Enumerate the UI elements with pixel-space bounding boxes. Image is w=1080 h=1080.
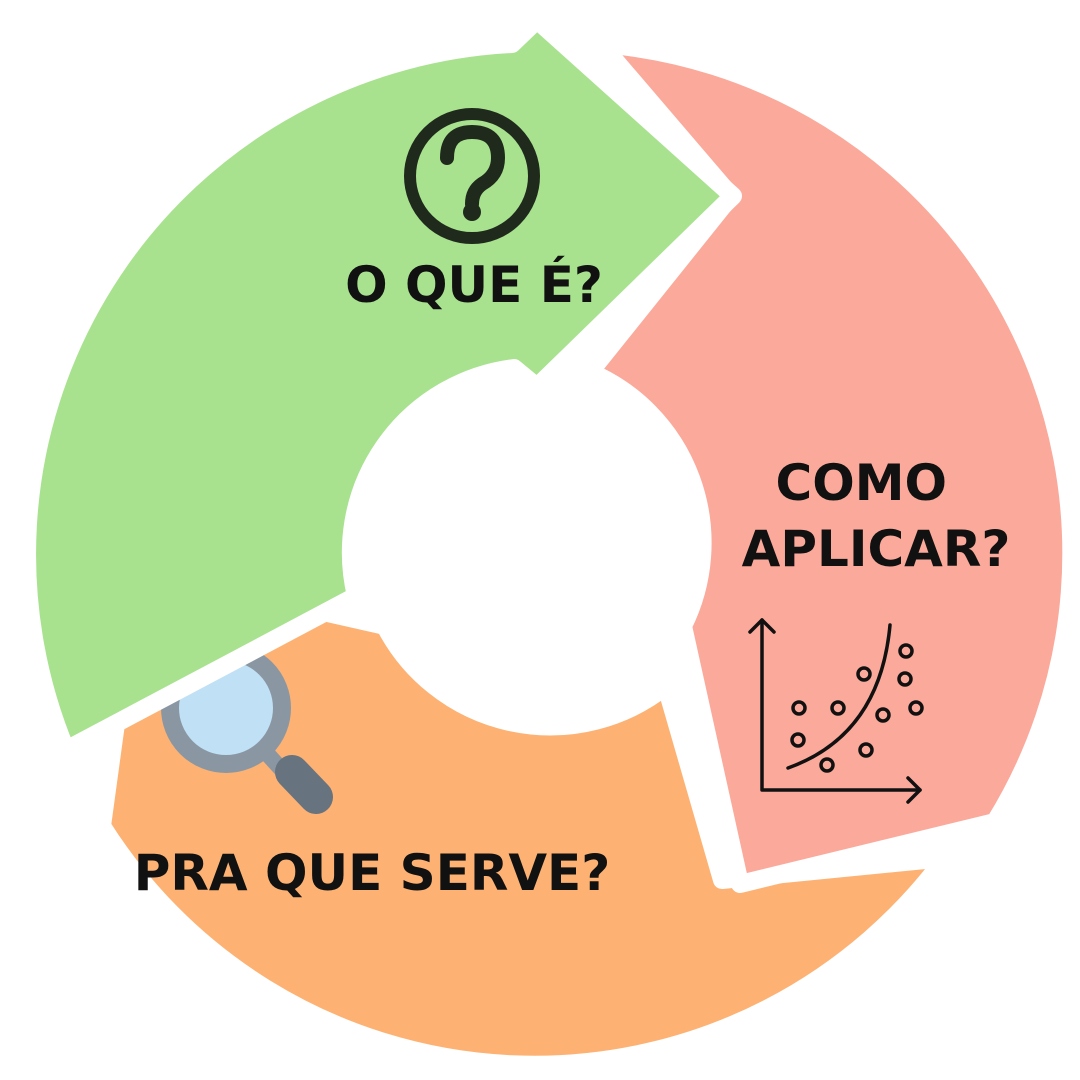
- question-mark-icon: [404, 108, 540, 244]
- segment-shape-what-for: [93, 561, 954, 1074]
- label-line: COMO: [776, 454, 947, 512]
- label-line: APLICAR?: [742, 520, 1011, 578]
- segment-what-for: PRA QUE SERVE?: [93, 561, 954, 1074]
- segment-label-how-to-apply: COMO APLICAR?: [742, 454, 1011, 578]
- segment-label-what-for: PRA QUE SERVE?: [134, 844, 610, 902]
- center-hole: [367, 382, 707, 722]
- label-line: O QUE É?: [345, 255, 603, 314]
- segment-how-to-apply: COMO APLICAR?: [581, 35, 1080, 893]
- label-line: PRA QUE SERVE?: [134, 844, 610, 902]
- segment-shape-what-is: [18, 11, 742, 759]
- segment-label-what-is: O QUE É?: [345, 255, 603, 314]
- segment-what-is: O QUE É?: [18, 11, 742, 759]
- scatter-plot-icon: [748, 618, 924, 804]
